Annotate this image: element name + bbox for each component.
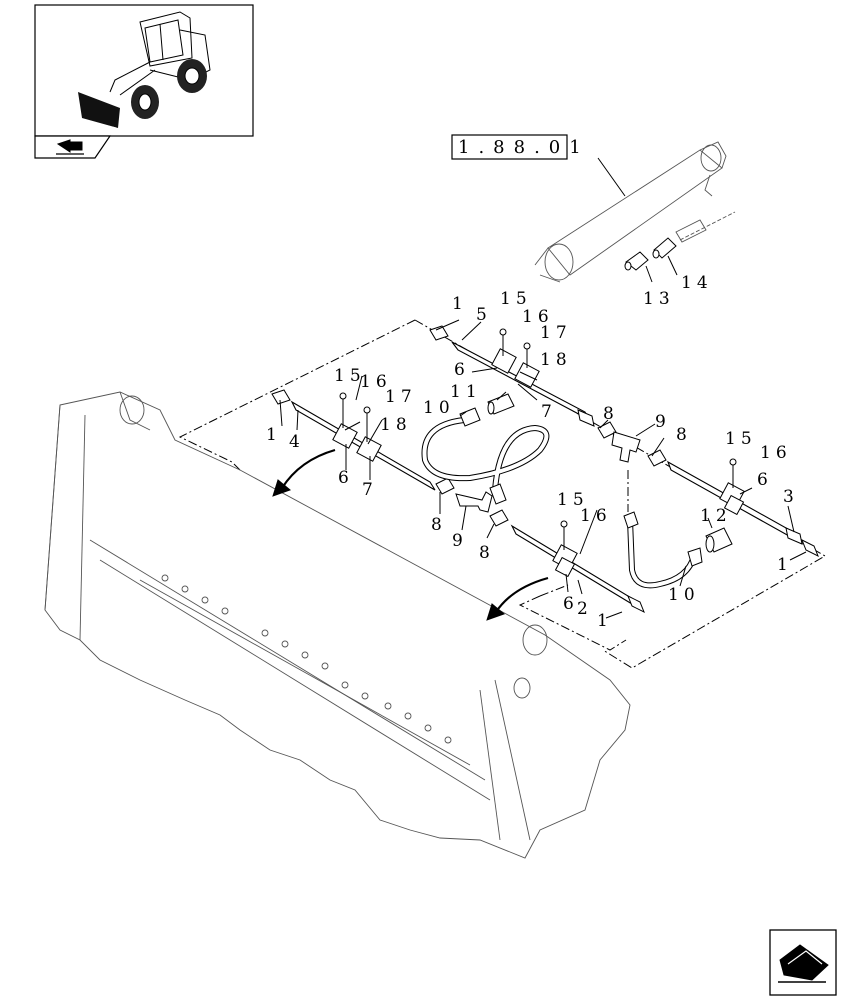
label-7: 7: [541, 402, 557, 422]
part-labels: 1 5 15 16 17 6 18 11 10 7 15 16 17 18 1 …: [266, 273, 799, 631]
label-11: 11: [450, 382, 482, 402]
mounting-outline: [178, 319, 826, 669]
label-17: 17: [540, 323, 572, 343]
loader-bucket: [44, 391, 631, 859]
label-8: 8: [676, 425, 692, 445]
label-1: 1: [452, 294, 468, 314]
upper-grease-line: [429, 325, 819, 558]
page-back-arrow-icon[interactable]: [34, 135, 112, 159]
label-12: 12: [700, 506, 732, 526]
label-16: 16: [580, 506, 612, 526]
flexible-hose-left: [421, 393, 550, 505]
reference-code: 1.88.01: [458, 137, 590, 158]
label-18: 18: [540, 350, 572, 370]
label-2: 2: [577, 599, 593, 619]
label-6: 6: [454, 360, 470, 380]
label-7: 7: [362, 480, 378, 500]
direction-arrow-left: [272, 448, 336, 497]
leader-lines: [279, 319, 807, 619]
lower-grease-line: [271, 389, 645, 614]
reference-box[interactable]: 1.88.01: [451, 134, 590, 160]
wheel-loader-icon: [78, 11, 211, 129]
label-16: 16: [360, 372, 392, 392]
label-18: 18: [380, 415, 412, 435]
label-3: 3: [783, 487, 799, 507]
flexible-hose-right: [623, 511, 733, 589]
hydraulic-cylinder: [534, 141, 736, 283]
label-6: 6: [338, 468, 354, 488]
label-10: 10: [423, 398, 455, 418]
label-10: 10: [668, 585, 700, 605]
label-15: 15: [725, 429, 757, 449]
label-15: 15: [334, 366, 366, 386]
label-16: 16: [760, 443, 792, 463]
label-5: 5: [476, 305, 492, 325]
label-1: 1: [597, 611, 613, 631]
label-4: 4: [289, 432, 305, 452]
label-15: 15: [500, 289, 532, 309]
label-14: 14: [681, 273, 713, 293]
label-8: 8: [603, 404, 619, 424]
label-9: 9: [655, 412, 671, 432]
label-13: 13: [643, 289, 675, 309]
label-8: 8: [479, 543, 495, 563]
label-1: 1: [266, 425, 282, 445]
label-1: 1: [777, 555, 793, 575]
label-8: 8: [431, 515, 447, 535]
next-page-arrow-icon[interactable]: [769, 929, 837, 996]
label-6: 6: [563, 594, 579, 614]
label-16: 16: [522, 307, 554, 327]
label-9: 9: [452, 531, 468, 551]
label-6: 6: [757, 470, 773, 490]
thumbnail-frame[interactable]: [34, 4, 254, 137]
label-15: 15: [557, 490, 589, 510]
label-17: 17: [385, 387, 417, 407]
direction-arrow-right: [486, 576, 549, 621]
